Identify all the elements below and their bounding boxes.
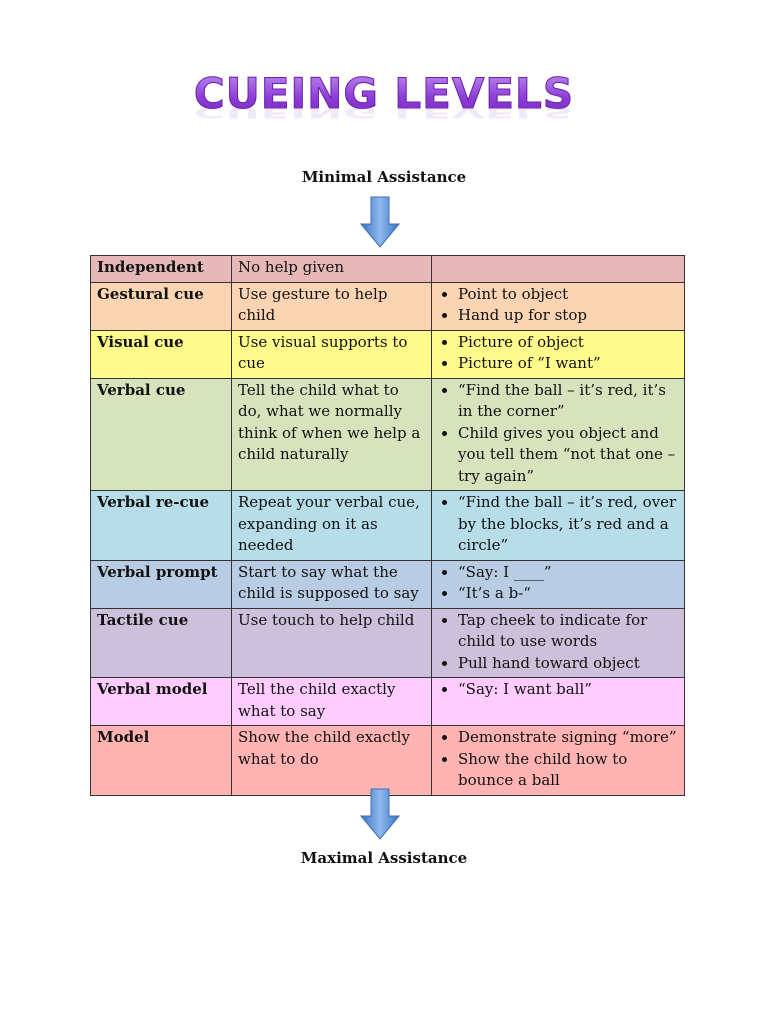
list-item: Picture of “I want”	[458, 353, 678, 375]
list-item: “It’s a b-“	[458, 583, 678, 605]
cue-examples: Tap cheek to indicate for child to use w…	[431, 607, 685, 678]
cue-description: No help given	[231, 255, 432, 283]
cue-level-name: Verbal cue	[90, 377, 232, 491]
cue-level-name: Gestural cue	[90, 281, 232, 331]
page-title-reflection: CUEING LEVELS	[193, 103, 575, 121]
examples-list: “Find the ball – it’s red, over by the b…	[438, 492, 678, 557]
cue-examples: Point to objectHand up for stop	[431, 281, 685, 331]
cue-description: Show the child exactly what to do	[231, 725, 432, 796]
cue-level-name: Independent	[90, 255, 232, 283]
page-title: CUEING LEVELS	[193, 66, 574, 122]
minimal-assistance-label: Minimal Assistance	[301, 168, 467, 186]
page-title-wrap: CUEING LEVELS	[0, 66, 768, 122]
list-item: Hand up for stop	[458, 305, 678, 327]
examples-list: Demonstrate signing “more”Show the child…	[438, 727, 678, 792]
list-item: “Say: I ____”	[458, 562, 678, 584]
down-arrow-icon	[360, 788, 400, 840]
list-item: Child gives you object and you tell them…	[458, 423, 678, 488]
cue-level-name: Verbal model	[90, 677, 232, 726]
cue-level-name: Model	[90, 725, 232, 796]
maximal-assistance-label: Maximal Assistance	[300, 849, 468, 867]
list-item: “Find the ball – it’s red, over by the b…	[458, 492, 678, 557]
cue-description: Repeat your verbal cue, expanding on it …	[231, 490, 432, 561]
cue-description: Start to say what the child is supposed …	[231, 559, 432, 609]
cue-level-name: Visual cue	[90, 329, 232, 379]
list-item: “Say: I want ball”	[458, 679, 678, 701]
examples-list: “Find the ball – it’s red, it’s in the c…	[438, 380, 678, 488]
list-item: Point to object	[458, 284, 678, 306]
list-item: Show the child how to bounce a ball	[458, 749, 678, 792]
cue-description: Tell the child exactly what to say	[231, 677, 432, 726]
examples-list: Picture of objectPicture of “I want”	[438, 332, 678, 375]
cue-description: Tell the child what to do, what we norma…	[231, 377, 432, 491]
cue-description: Use gesture to help child	[231, 281, 432, 331]
cue-examples: “Say: I want ball”	[431, 677, 685, 726]
cue-description: Use touch to help child	[231, 607, 432, 678]
cue-description: Use visual supports to cue	[231, 329, 432, 379]
examples-list: Point to objectHand up for stop	[438, 284, 678, 327]
list-item: “Find the ball – it’s red, it’s in the c…	[458, 380, 678, 423]
list-item: Pull hand toward object	[458, 653, 678, 675]
examples-list: Tap cheek to indicate for child to use w…	[438, 610, 678, 675]
cue-examples: Picture of objectPicture of “I want”	[431, 329, 685, 379]
list-item: Tap cheek to indicate for child to use w…	[458, 610, 678, 653]
cue-examples	[431, 255, 685, 283]
down-arrow-icon	[360, 196, 400, 248]
cue-examples: “Say: I ____”“It’s a b-“	[431, 559, 685, 609]
cue-level-name: Verbal re-cue	[90, 490, 232, 561]
cue-level-name: Tactile cue	[90, 607, 232, 678]
examples-list: “Say: I want ball”	[438, 679, 678, 701]
cue-examples: Demonstrate signing “more”Show the child…	[431, 725, 685, 796]
examples-list: “Say: I ____”“It’s a b-“	[438, 562, 678, 605]
list-item: Demonstrate signing “more”	[458, 727, 678, 749]
list-item: Picture of object	[458, 332, 678, 354]
cue-examples: “Find the ball – it’s red, it’s in the c…	[431, 377, 685, 491]
cue-level-name: Verbal prompt	[90, 559, 232, 609]
cue-examples: “Find the ball – it’s red, over by the b…	[431, 490, 685, 561]
